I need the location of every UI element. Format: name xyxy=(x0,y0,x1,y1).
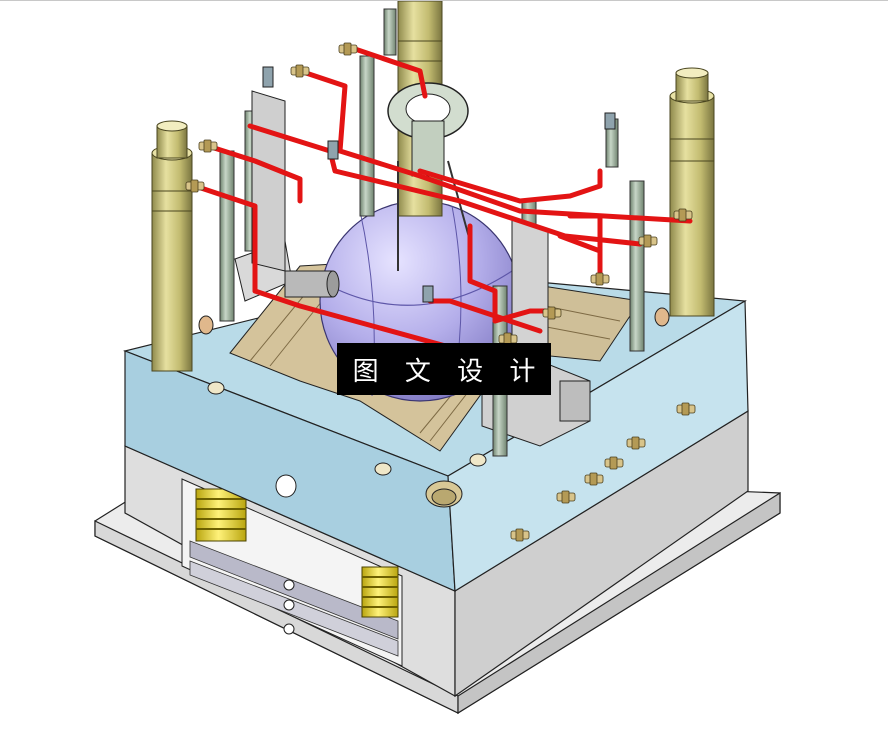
cooling-circuit xyxy=(192,46,693,364)
guide-pillar-icon xyxy=(669,67,715,317)
socket-head-screws xyxy=(262,66,616,303)
coil-spring-icon xyxy=(195,488,247,542)
guide-pillar-icon xyxy=(151,120,193,372)
watermark-label: 图 文 设 计 xyxy=(337,343,551,395)
locating-ring xyxy=(387,82,471,271)
coil-spring-icon xyxy=(361,566,399,618)
